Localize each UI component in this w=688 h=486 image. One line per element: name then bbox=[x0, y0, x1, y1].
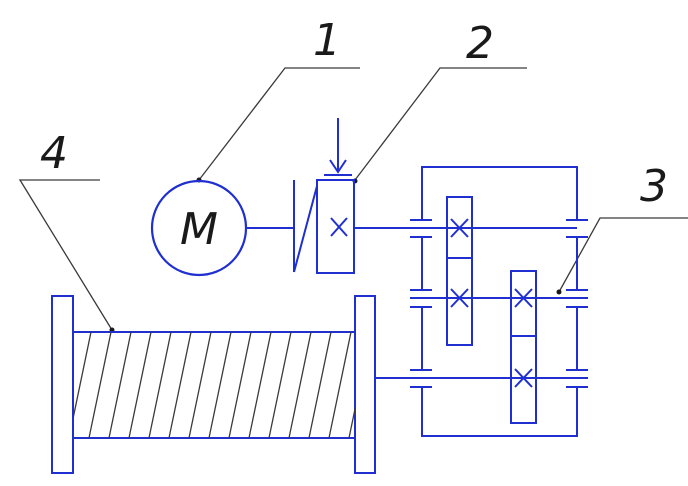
leader-dots bbox=[109, 177, 562, 333]
callout-4-label: 4 bbox=[40, 128, 68, 179]
leader-line-2 bbox=[354, 67, 527, 181]
drum-flange-right bbox=[354, 295, 376, 474]
gear-pair-2 bbox=[510, 270, 537, 424]
leader-line-4 bbox=[18, 179, 113, 331]
motor-letter: M bbox=[180, 204, 218, 255]
mechanism bbox=[51, 118, 588, 474]
drum-rope-hatching bbox=[73, 332, 355, 438]
brake-box bbox=[316, 179, 355, 274]
housing-bottom bbox=[421, 386, 578, 437]
housing-top bbox=[421, 166, 578, 220]
motor: M bbox=[150, 179, 248, 277]
callout-3-label: 3 bbox=[640, 161, 668, 212]
drum-flange-left bbox=[51, 295, 74, 474]
leader-lines bbox=[18, 67, 688, 331]
coupling-diagonal bbox=[293, 185, 318, 273]
gear-pair-1 bbox=[446, 196, 473, 346]
callout-1-label: 1 bbox=[313, 15, 341, 66]
leader-line-1 bbox=[198, 67, 360, 181]
callout-2-label: 2 bbox=[466, 18, 494, 69]
brake-cross-b bbox=[330, 217, 348, 237]
brake-arrow-head bbox=[329, 159, 347, 174]
leader-line-3 bbox=[558, 217, 688, 293]
